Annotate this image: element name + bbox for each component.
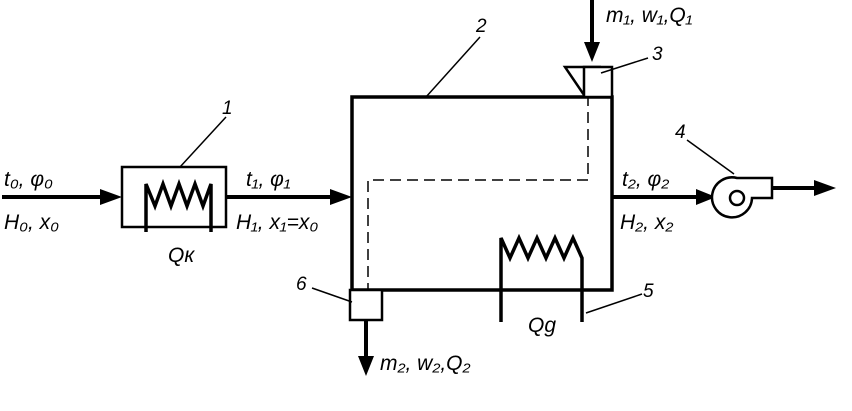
- feeder: 3 m₁, w₁,Q₁: [562, 0, 693, 99]
- feeder-box: [582, 65, 614, 99]
- fan-leader: [686, 139, 735, 175]
- inlet-arrowhead: [100, 189, 122, 205]
- heated-air-state-bottom: H₁, x₁=x₀: [236, 211, 318, 234]
- preheater: 1 Qк: [120, 98, 233, 267]
- feed-arrowhead: [584, 42, 600, 62]
- exhaust-arrowhead: [814, 180, 836, 196]
- inlet-state-top: t₀, φ₀: [4, 168, 53, 191]
- preheater-coil: [144, 178, 213, 232]
- fan-hub: [728, 189, 746, 207]
- internal-heater-heat-label: Qg: [528, 314, 556, 337]
- discharge-output-label: m₂, w₂,Q₂: [380, 352, 471, 375]
- discharge-arrowhead: [358, 356, 374, 376]
- internal-heater-coil: [499, 233, 584, 322]
- outlet-state-top: t₂, φ₂: [622, 168, 669, 191]
- drying-chamber-leader: [425, 36, 481, 98]
- inlet-air: t₀, φ₀ H₀, x₀: [2, 168, 122, 234]
- heated-air: t₁, φ₁ H₁, x₁=x₀: [226, 168, 352, 234]
- internal-heater: 5 Qg: [499, 233, 654, 337]
- discharge: 6 m₂, w₂,Q₂: [296, 274, 471, 376]
- drying-chamber-number: 2: [475, 16, 487, 37]
- discharge-number: 6: [296, 274, 307, 295]
- material-path: [367, 95, 589, 290]
- internal-heater-leader: [585, 293, 643, 314]
- exhaust-fan: 4: [675, 122, 836, 219]
- feeder-number: 3: [652, 44, 663, 65]
- drying-chamber-box: [350, 95, 614, 292]
- preheater-leader: [179, 116, 227, 168]
- outlet-state-bottom: H₂, x₂: [620, 211, 673, 234]
- heated-air-state-top: t₁, φ₁: [246, 168, 291, 191]
- feed-input-label: m₁, w₁,Q₁: [606, 4, 693, 27]
- fan-number: 4: [675, 122, 686, 143]
- inlet-state-bottom: H₀, x₀: [4, 211, 59, 234]
- discharge-leader: [311, 287, 353, 303]
- feeder-leader: [600, 57, 649, 74]
- heated-air-arrowhead: [330, 189, 352, 205]
- outlet-air: t₂, φ₂ H₂, x₂: [612, 168, 716, 234]
- preheater-number: 1: [222, 98, 233, 119]
- preheater-heat-label: Qк: [168, 244, 195, 267]
- discharge-box: [348, 288, 384, 322]
- internal-heater-number: 5: [643, 281, 654, 302]
- outlet-arrowhead: [696, 189, 716, 205]
- drying-chamber: 2: [350, 16, 614, 292]
